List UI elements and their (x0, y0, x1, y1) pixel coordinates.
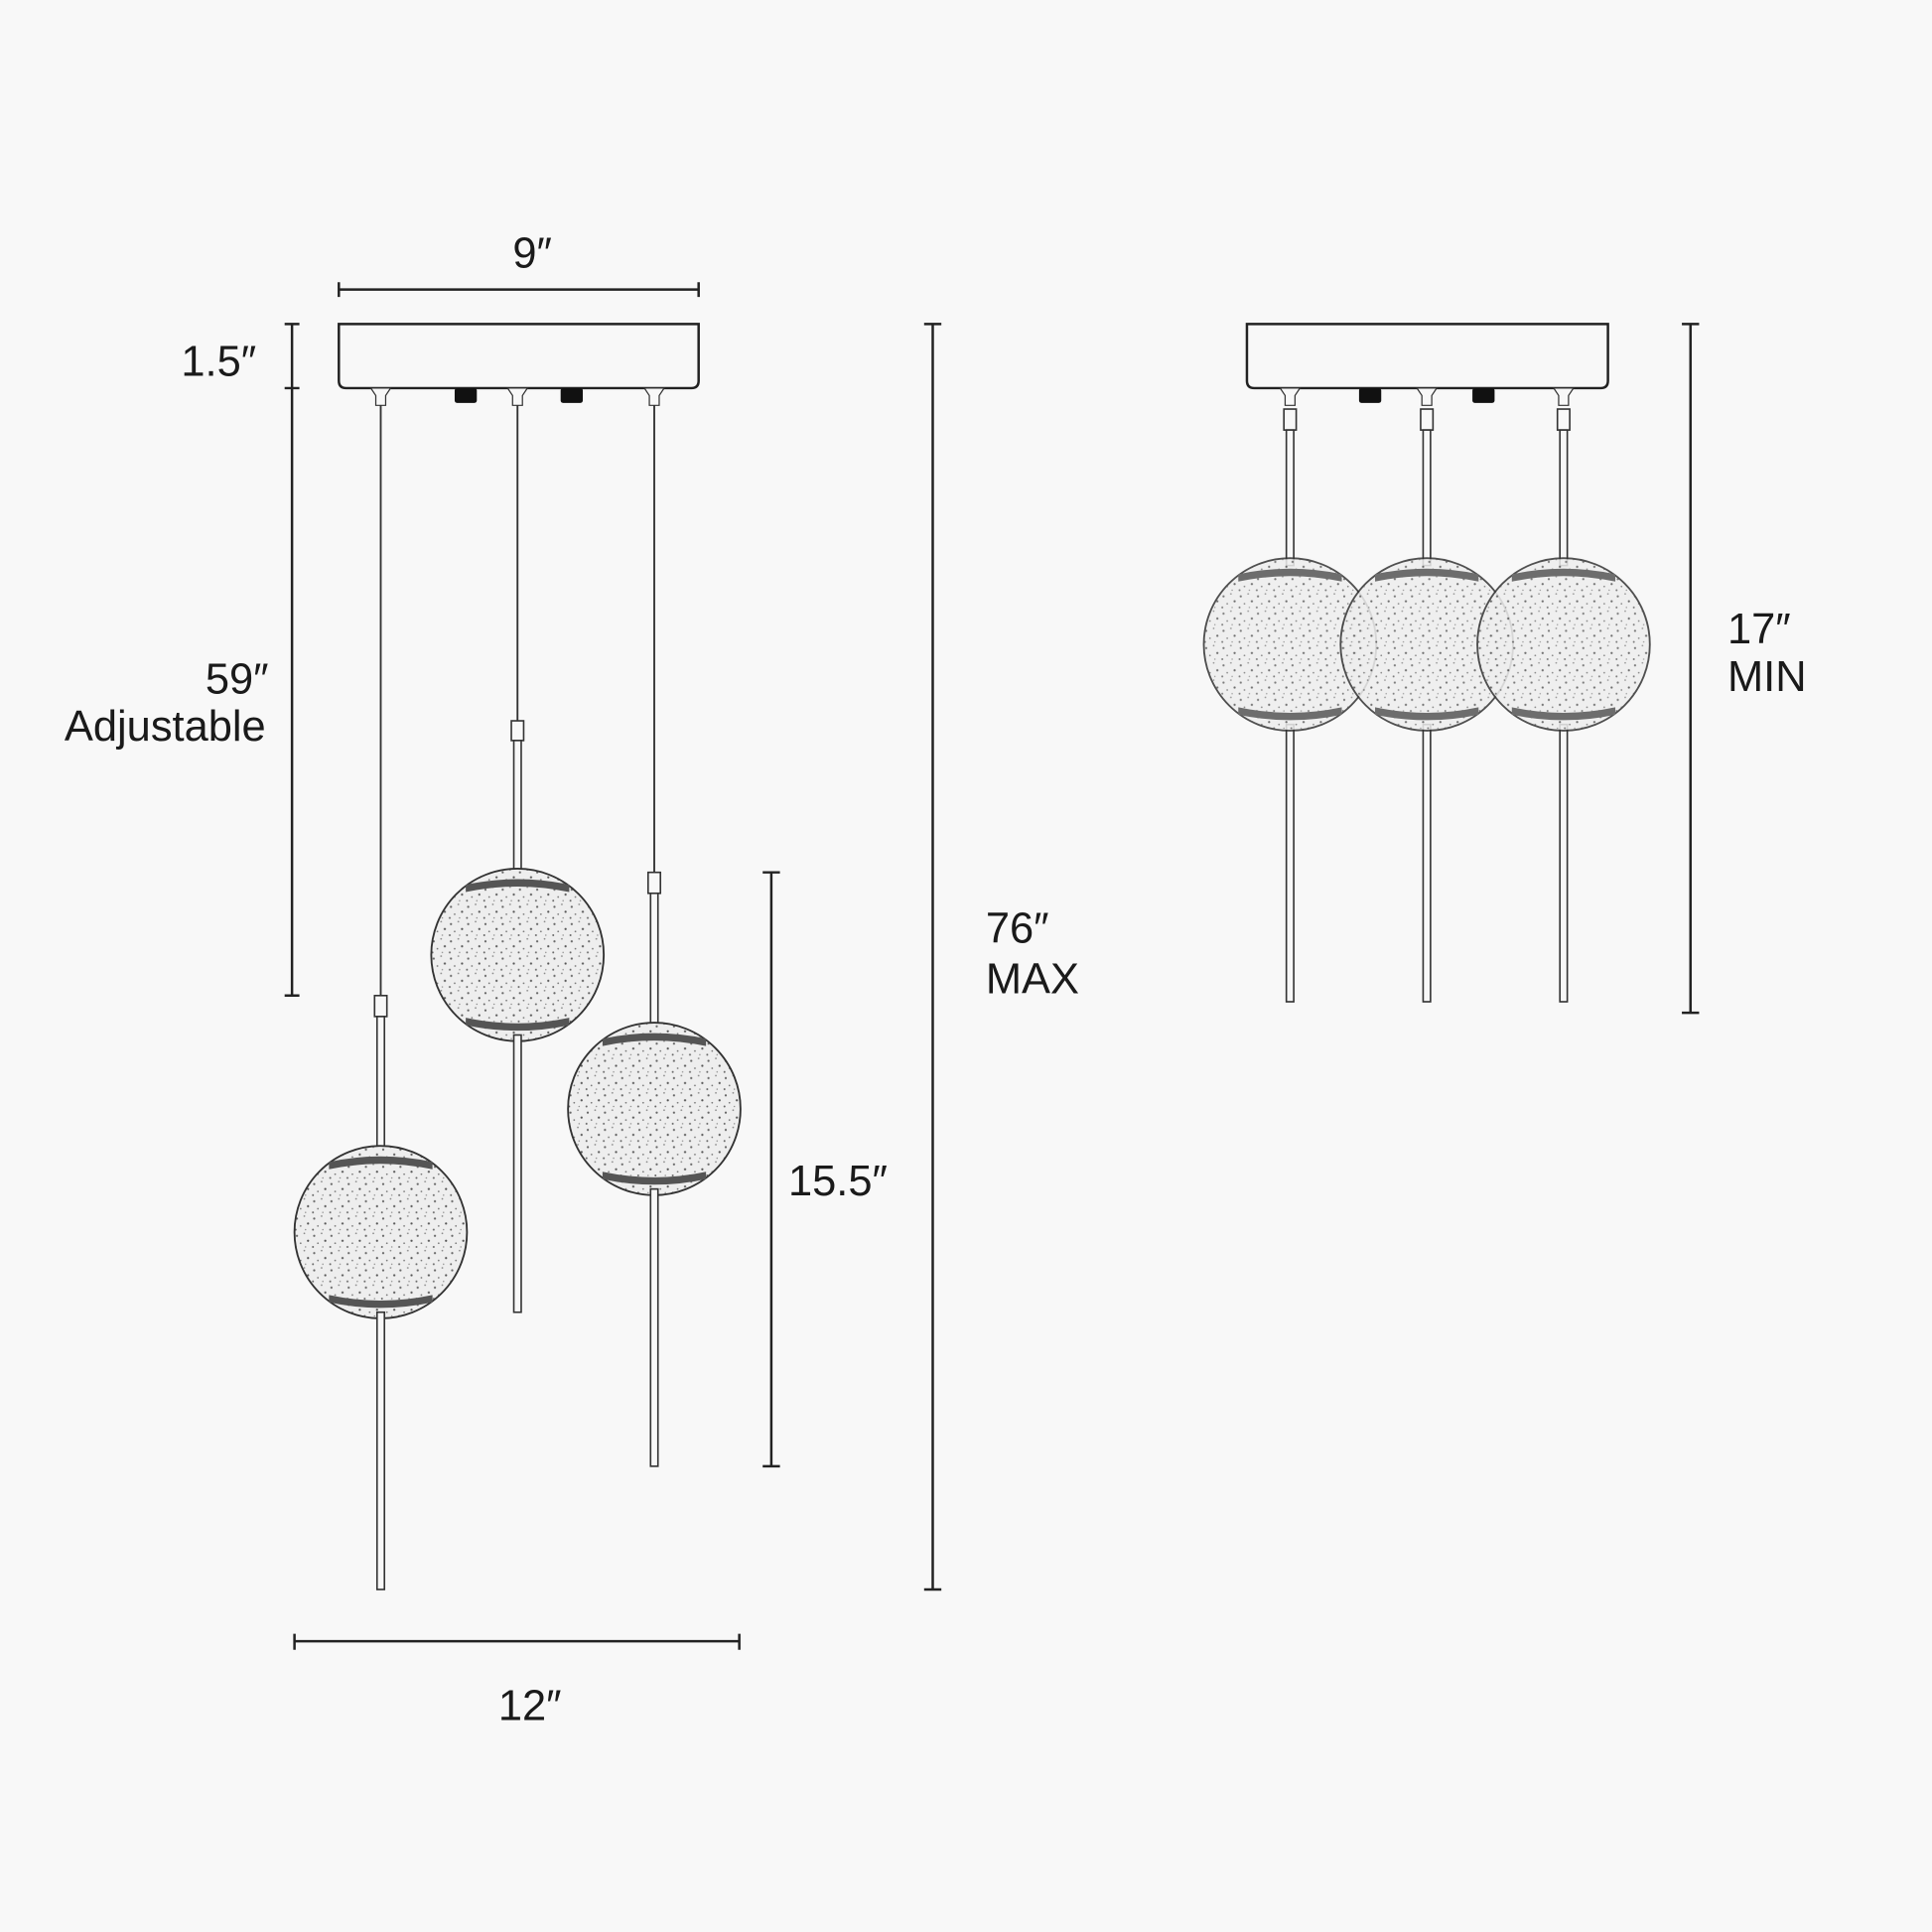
plug-icon (454, 387, 478, 403)
canopy (338, 323, 700, 390)
cord-adjustable-label: Adjustable (65, 703, 266, 751)
plug-icon (1472, 387, 1495, 403)
pendant-3 (567, 405, 742, 1467)
max-height-label: 76″ (986, 904, 1049, 952)
pendant-1 (293, 405, 469, 1590)
dim-cord-length: 59″ Adjustable (65, 387, 300, 998)
plug-icon (1358, 387, 1382, 403)
max-note-label: MAX (986, 955, 1079, 1003)
cord-length-label: 59″ (206, 656, 269, 704)
pendant-min-3 (1476, 408, 1651, 1003)
canopy-height-label: 1.5″ (181, 339, 256, 386)
pendant-2 (430, 405, 606, 1313)
canopy (1245, 323, 1609, 390)
left-view-max: 9″ 1.5″ 59″ Adjustable 76″ MAX 15.5″ 12″ (65, 229, 1079, 1729)
min-height-label: 17″ (1727, 606, 1791, 653)
dim-canopy-height: 1.5″ (181, 323, 300, 390)
min-note-label: MIN (1727, 653, 1807, 701)
dim-canopy-width: 9″ (338, 229, 700, 298)
dim-spread-width: 12″ (293, 1633, 741, 1730)
spread-width-label: 12″ (498, 1683, 562, 1730)
dim-min-height: 17″ MIN (1682, 323, 1807, 1015)
pendant-min-2 (1339, 408, 1514, 1003)
pendant-height-label: 15.5″ (788, 1158, 888, 1205)
plug-icon (560, 387, 584, 403)
dim-pendant-height: 15.5″ (762, 871, 888, 1468)
canopy-width-label: 9″ (512, 229, 552, 277)
dim-max-height: 76″ MAX (923, 323, 1079, 1591)
pendant-min-1 (1202, 408, 1378, 1003)
right-view-min: 17″ MIN (1202, 323, 1807, 1015)
